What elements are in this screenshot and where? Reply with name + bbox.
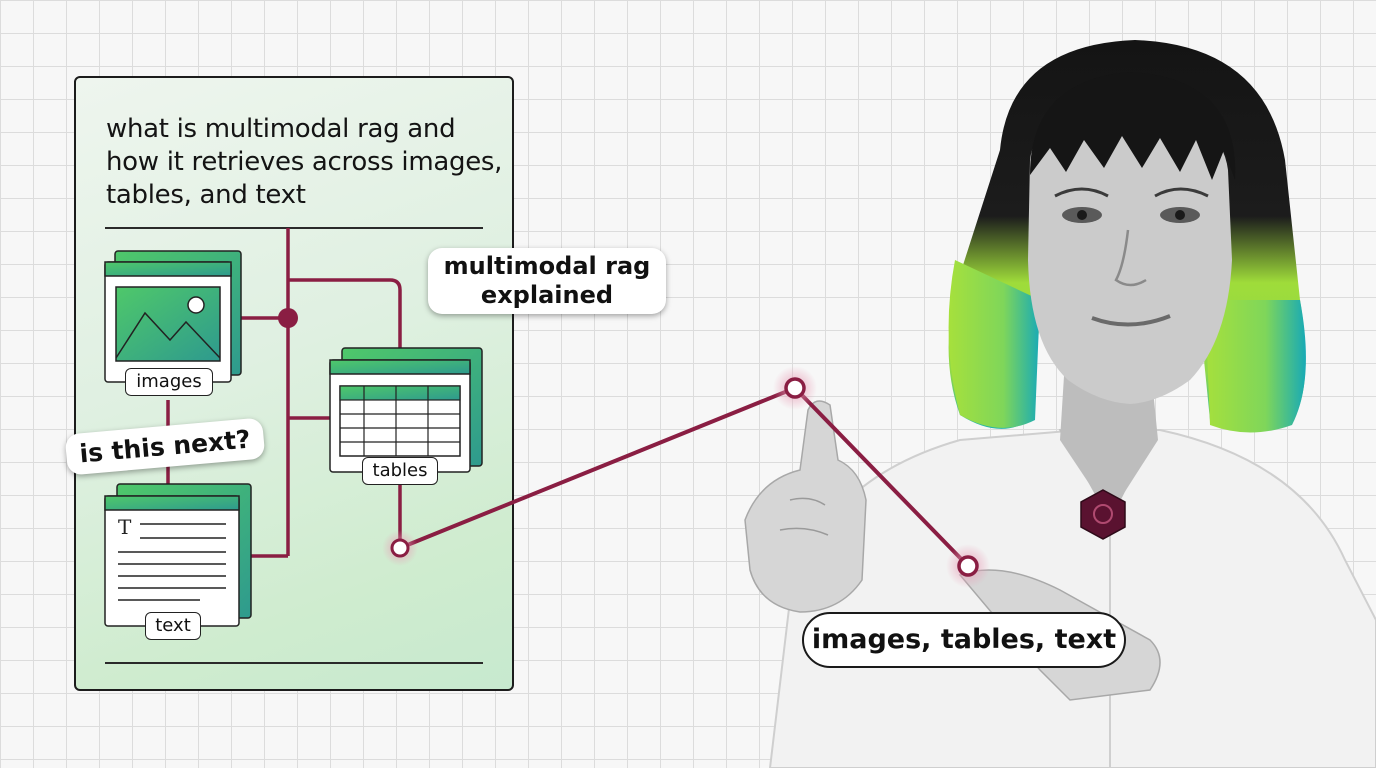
node-finger	[784, 377, 806, 399]
explained-sticker: multimodal rag explained	[428, 248, 666, 314]
text-label: text	[145, 612, 201, 640]
tables-icon	[329, 347, 483, 473]
node-hand	[957, 555, 979, 577]
card-connectors	[166, 228, 402, 558]
title-divider	[105, 227, 483, 229]
card-title: what is multimodal rag and how it retrie…	[106, 114, 503, 210]
text-document-icon	[104, 483, 252, 627]
bottom-divider	[105, 662, 483, 664]
text-icon-glyph: T	[118, 515, 132, 539]
tables-label: tables	[362, 457, 438, 485]
node-card	[390, 538, 410, 558]
images-icon	[104, 250, 242, 383]
junction-dot	[278, 308, 298, 328]
images-label: images	[125, 368, 213, 396]
modalities-pill: images, tables, text	[802, 612, 1126, 668]
outer-connectors	[399, 386, 970, 568]
presenter-figure	[744, 40, 1376, 768]
